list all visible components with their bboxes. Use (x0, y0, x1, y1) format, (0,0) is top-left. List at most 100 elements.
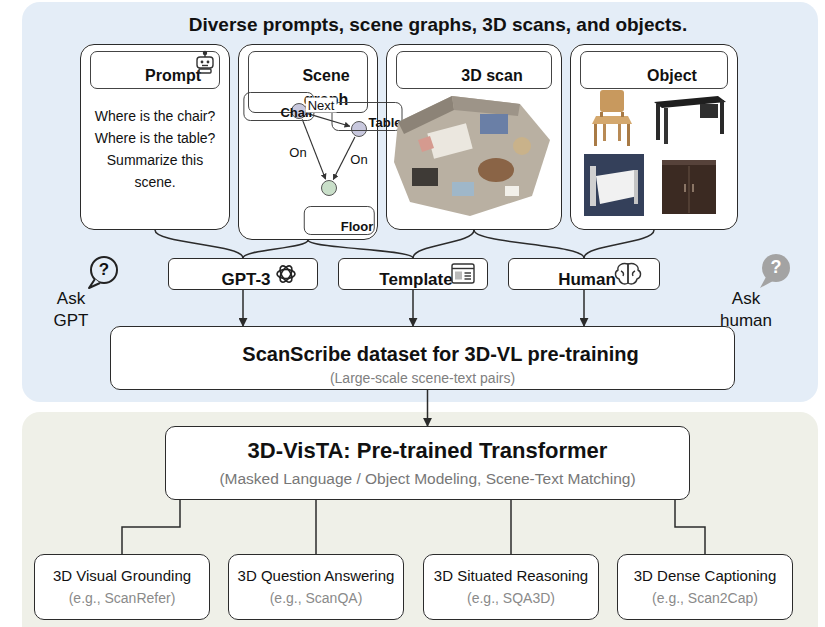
brain-icon (615, 263, 640, 283)
drawing-part (654, 96, 726, 108)
scan-illustration (394, 96, 550, 216)
task-box: 3D Question Answering(e.g., ScanQA) (228, 554, 404, 620)
drawing-part (452, 264, 474, 283)
generator-box: Human (508, 258, 660, 290)
bubble-tail (760, 277, 773, 288)
drawing-part (621, 112, 624, 117)
connector (242, 290, 244, 326)
desk-thumbnail (654, 96, 726, 144)
drawing-part (204, 52, 207, 55)
drawing-part (412, 168, 438, 186)
node-title: GPT-3 (185, 258, 270, 290)
drawing-part (633, 271, 635, 276)
node-title: Human (522, 258, 616, 290)
box-fill (238, 44, 378, 240)
node-subtitle: (Masked Language / Object Modeling, Scen… (219, 470, 635, 488)
node-title: ScanScribe dataset for 3D-VL pre-trainin… (206, 331, 638, 366)
drawing-part (278, 264, 295, 284)
source-card: Object (570, 44, 738, 230)
drawing-part (427, 123, 472, 158)
node-title: Object (580, 51, 728, 89)
edge-label: On (287, 144, 308, 159)
connector (155, 230, 243, 258)
drawing-part (465, 278, 472, 279)
box-fill (570, 44, 738, 230)
connector (122, 500, 180, 554)
box-fill (80, 44, 230, 230)
connector (675, 500, 705, 554)
side-note: Ask human (708, 288, 784, 332)
box-fill (165, 426, 690, 500)
drawing-part (394, 96, 550, 216)
drawing-part (204, 53, 205, 57)
node-subtitle: (e.g., Scan2Cap) (652, 589, 758, 607)
drawing-part (465, 275, 472, 276)
node-subtitle: (e.g., SQA3D) (467, 589, 555, 607)
node-title: 3D Question Answering (238, 567, 395, 586)
graph-node: Chair (291, 103, 307, 119)
input-panel: Diverse prompts, scene graphs, 3D scans,… (22, 2, 818, 402)
node-title: Diverse prompts, scene graphs, 3D scans,… (22, 2, 818, 36)
drawing-part (664, 108, 668, 144)
connector (243, 240, 308, 258)
box-fills (34, 44, 793, 620)
node-title: 3D Situated Reasoning (434, 567, 588, 586)
graph-node: Floor (321, 180, 337, 196)
task-box: 3D Dense Captioning (e.g., Scan2Cap) (617, 554, 793, 620)
node-title: Chair (243, 92, 314, 121)
drawing-part (615, 263, 628, 283)
node-subtitle: (Large-scale scene-text pairs) (330, 370, 515, 386)
drawing-part (465, 272, 472, 273)
robot-icon (197, 52, 213, 74)
drawing-part (688, 166, 690, 213)
chair-thumbnail (592, 90, 632, 146)
side-note: Ask GPT (44, 288, 98, 332)
box-fill (34, 554, 210, 620)
node-title: 3D Dense Captioning (634, 567, 777, 586)
drawing-part (603, 124, 606, 141)
task-box: 3D Visual Grounding (e.g., ScanRefer) (34, 554, 210, 620)
drawing-part (662, 160, 716, 214)
ask-human-bubble (760, 254, 790, 288)
drawing-part (720, 100, 724, 134)
box-fill (168, 258, 318, 290)
drawing-part (662, 160, 716, 165)
drawing-part (594, 124, 597, 146)
drawing-part (202, 65, 208, 66)
bubble-tail (89, 279, 100, 288)
box-fill (423, 554, 599, 620)
box-fill (110, 326, 735, 390)
node-subtitle: (e.g., ScanRefer) (69, 589, 176, 607)
connector (308, 240, 413, 258)
box-fill (228, 554, 404, 620)
drawing-part (584, 154, 644, 216)
cabinet-thumbnail (662, 160, 716, 214)
drawing-part (478, 158, 514, 182)
bed-thumbnail (584, 154, 644, 216)
node-title: Floor (304, 206, 375, 235)
connector (474, 230, 584, 258)
node-title: 3D scan (396, 51, 552, 89)
drawing-part (201, 61, 204, 64)
box-fill (617, 554, 793, 620)
generator-box: Template (338, 258, 488, 290)
drawing-part (700, 104, 718, 118)
node-title: 3D Visual Grounding (53, 567, 191, 586)
drawing-part (452, 182, 474, 196)
node-title: Prompt (90, 51, 220, 89)
drawing-part (452, 96, 520, 116)
drawing-part (684, 184, 686, 192)
gpt-logo (277, 264, 295, 284)
drawing-part (627, 124, 630, 146)
drawing-part (480, 114, 508, 134)
drawing-part (618, 124, 621, 141)
edge-label: Next (306, 98, 337, 113)
connector (584, 230, 654, 258)
source-card: Scene graphChairTableFloor (238, 44, 378, 240)
drawing-part (418, 136, 434, 152)
generator-box: GPT-3 (168, 258, 318, 290)
dataset-box: ScanScribe dataset for 3D-VL pre-trainin… (110, 326, 735, 390)
drawing-part (278, 264, 295, 284)
